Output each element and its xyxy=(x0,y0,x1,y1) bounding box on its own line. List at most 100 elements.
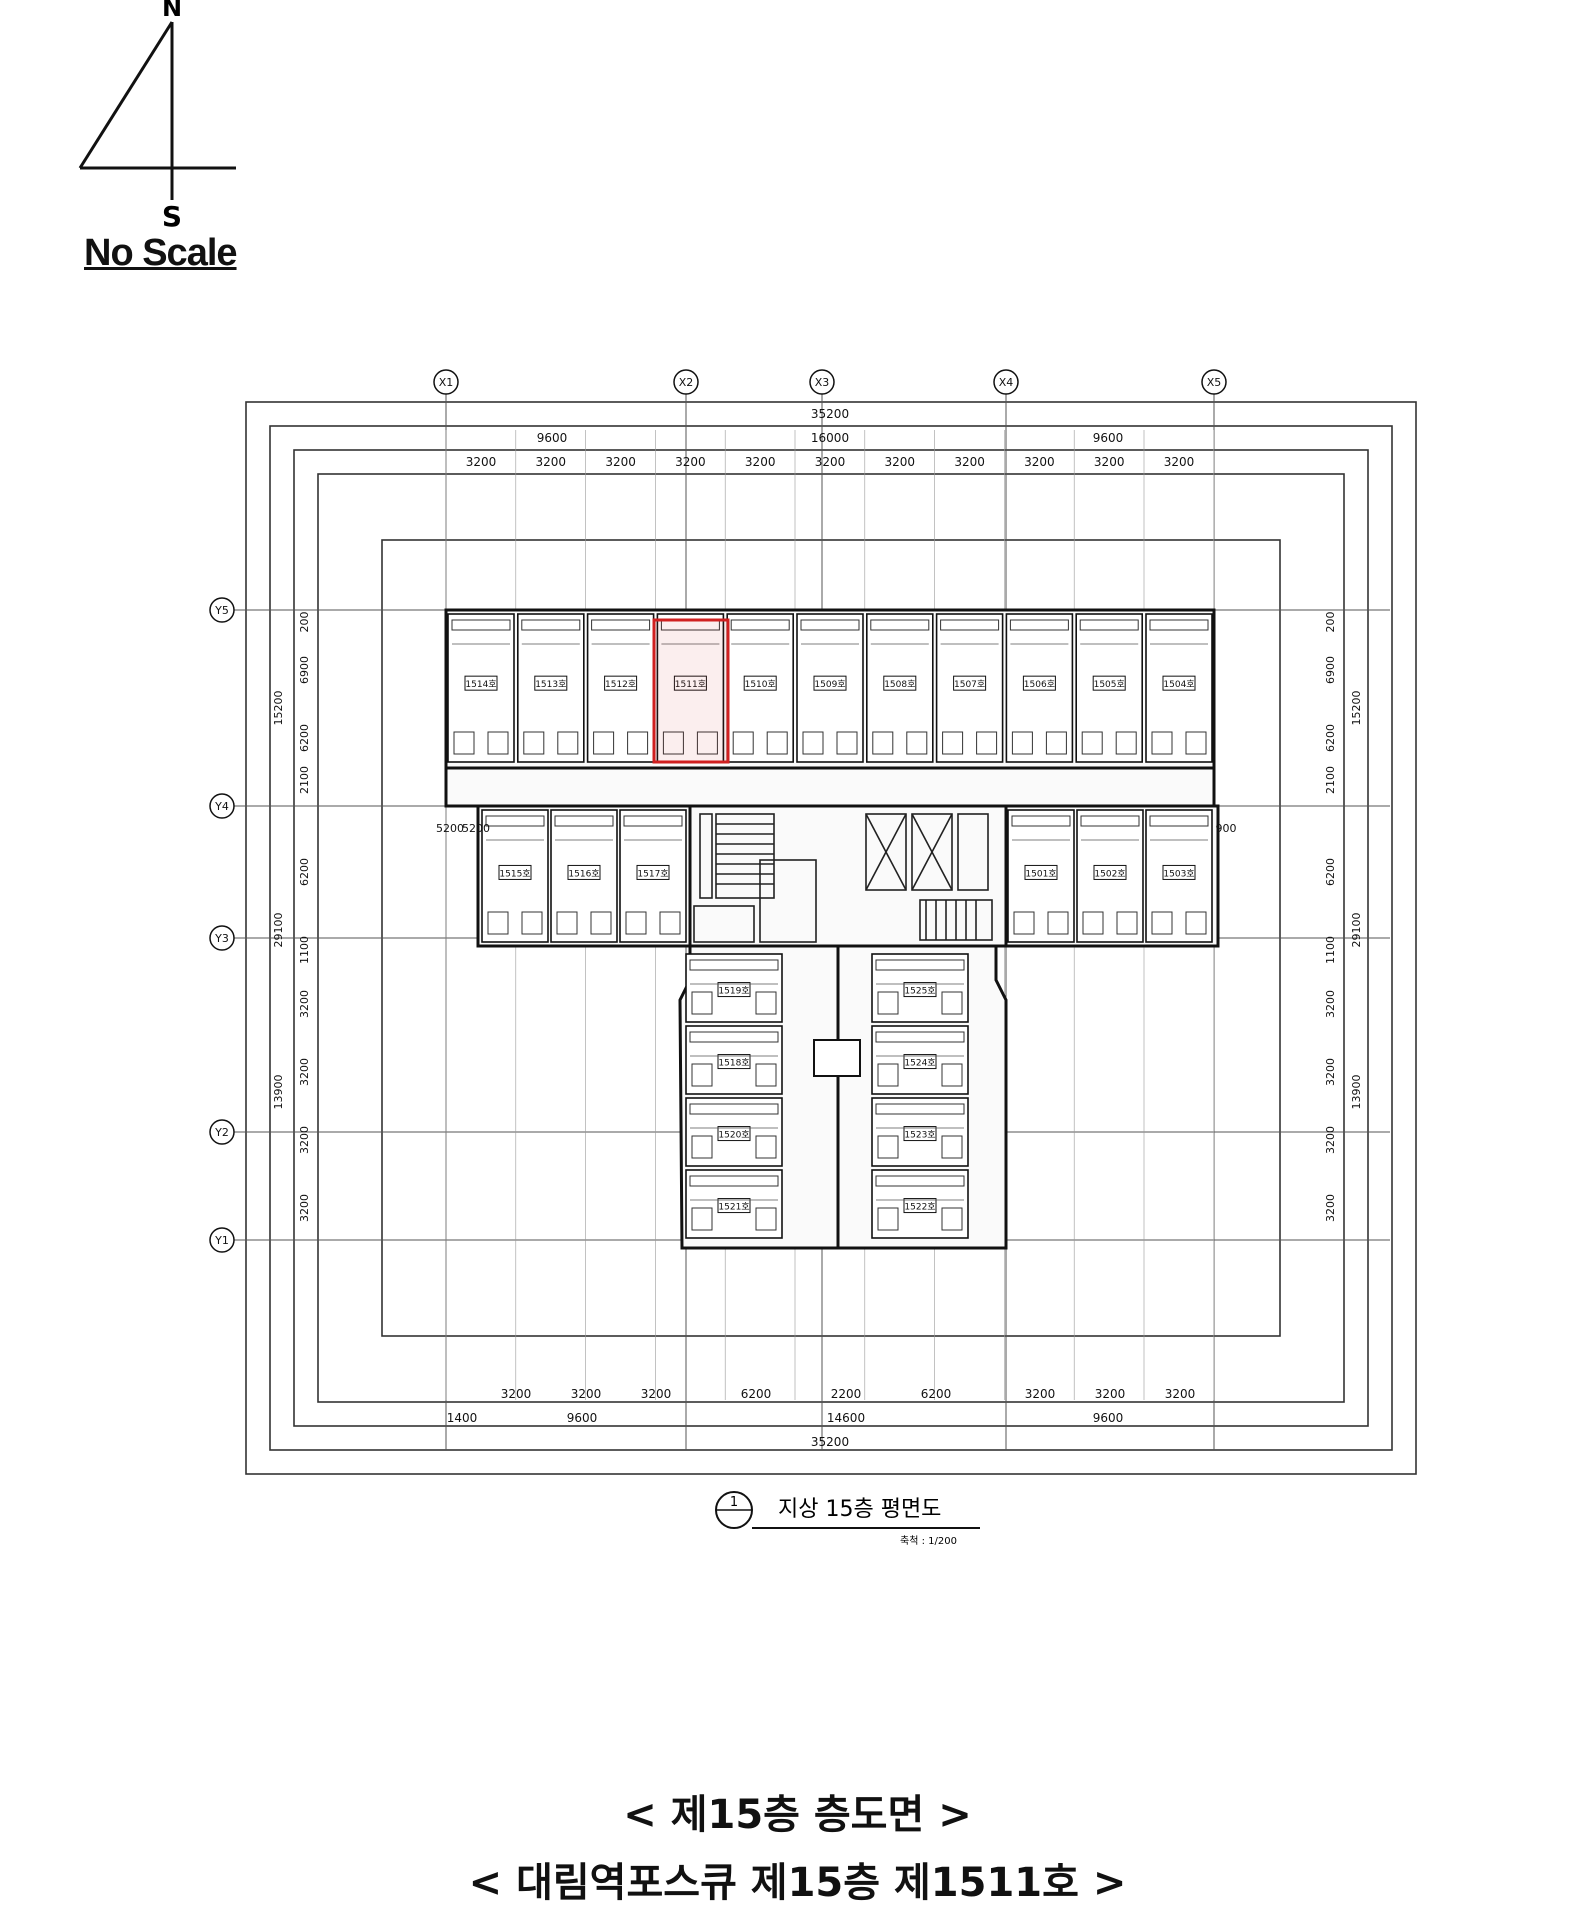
unit-se-1: 1524호 xyxy=(871,1025,969,1095)
unit-sw-3: 1521호 xyxy=(685,1169,783,1239)
unit-label: 1510호 xyxy=(745,679,776,690)
title-block-number: 1 xyxy=(730,1495,738,1510)
dim-right-outer: 13900 xyxy=(1350,1075,1363,1110)
unit-label: 1508호 xyxy=(884,679,915,690)
dim-left-inner: 2100 xyxy=(298,766,311,794)
unit-north-8: 1506호 xyxy=(1005,613,1074,763)
dim-left-inner: 6900 xyxy=(298,656,311,684)
dim-right-inner: 3200 xyxy=(1324,1194,1337,1222)
grid-bubble-x xyxy=(993,369,1019,395)
unit-se-3: 1522호 xyxy=(871,1169,969,1239)
unit-label: 1502호 xyxy=(1094,868,1125,879)
unit-east-2: 1503호 xyxy=(1145,809,1213,943)
unit-label: 1507호 xyxy=(954,679,985,690)
dim-bottom-bay: 3200 xyxy=(1095,1387,1126,1401)
unit-west-0: 1515호 xyxy=(481,809,549,943)
unit-north-5: 1509호 xyxy=(796,613,864,763)
unit-north-3: 1511호 xyxy=(656,613,725,763)
unit-label: 1516호 xyxy=(568,868,599,879)
dim-top-bay: 3200 xyxy=(885,455,916,469)
caption-unit-title: < 대림역포스큐 제15층 제1511호 > xyxy=(468,1860,1127,1906)
dim-side-note-east: 900 xyxy=(1216,822,1237,835)
grid-label-x: X4 xyxy=(999,376,1014,389)
dim-bottom-total: 35200 xyxy=(811,1435,849,1449)
grid-label-y: Y5 xyxy=(214,604,229,617)
dim-top-bay: 3200 xyxy=(1024,455,1055,469)
grid-label-y: Y1 xyxy=(214,1234,229,1247)
dim-bottom-group: 1400 xyxy=(447,1411,478,1425)
dim-bottom-bay: 3200 xyxy=(1025,1387,1056,1401)
grid-bubble-y xyxy=(209,597,235,623)
dim-left-outer: 13900 xyxy=(272,1075,285,1110)
dim-top-group: 16000 xyxy=(811,431,849,445)
grid-bubble-y xyxy=(209,793,235,819)
unit-label: 1501호 xyxy=(1025,868,1056,879)
dim-left-inner: 3200 xyxy=(298,1058,311,1086)
unit-label: 1520호 xyxy=(718,1130,749,1141)
dim-bottom-bay: 6200 xyxy=(921,1387,952,1401)
unit-sw-0: 1519호 xyxy=(685,953,783,1023)
core-stairs-icon xyxy=(715,813,993,941)
dim-top-bay: 3200 xyxy=(954,455,985,469)
floor-plan-drawing: 1514호1513호1512호1511호1510호1509호1508호1507호… xyxy=(209,369,1417,1547)
unit-label: 1521호 xyxy=(718,1202,749,1213)
dim-right-outer: 15200 xyxy=(1350,691,1363,726)
dim-left-inner: 1100 xyxy=(298,936,311,964)
dim-top-bay: 3200 xyxy=(1164,455,1195,469)
dim-right-inner: 2100 xyxy=(1324,766,1337,794)
dim-bottom-bay: 2200 xyxy=(831,1387,862,1401)
unit-label: 1503호 xyxy=(1163,868,1194,879)
unit-east-1: 1502호 xyxy=(1076,809,1144,943)
highlighted-unit-1511 xyxy=(652,618,730,764)
dim-top-bay: 3200 xyxy=(466,455,497,469)
grid-label-x: X2 xyxy=(679,376,694,389)
compass-north-label: N xyxy=(162,0,182,22)
dim-top-group: 9600 xyxy=(537,431,568,445)
unit-label: 1517호 xyxy=(637,868,668,879)
unit-west-2: 1517호 xyxy=(619,809,687,943)
unit-north-0: 1514호 xyxy=(447,613,515,763)
dim-bottom-group: 9600 xyxy=(1093,1411,1124,1425)
dim-right-inner: 3200 xyxy=(1324,1126,1337,1154)
dim-left-inner: 3200 xyxy=(298,1194,311,1222)
caption-floor-title: < 제15층 층도면 > xyxy=(623,1792,972,1838)
grid-bubble-x xyxy=(1201,369,1227,395)
unit-north-7: 1507호 xyxy=(935,613,1004,763)
dim-top-bay: 3200 xyxy=(536,455,567,469)
unit-west-1: 1516호 xyxy=(550,809,618,943)
dim-bottom-bay: 6200 xyxy=(741,1387,772,1401)
dim-left-inner: 3200 xyxy=(298,1126,311,1154)
dim-bottom-group: 9600 xyxy=(567,1411,598,1425)
dim-top-bay: 3200 xyxy=(1094,455,1125,469)
dim-bottom-bay: 3200 xyxy=(501,1387,532,1401)
unit-label: 1524호 xyxy=(904,1058,935,1069)
dim-left-inner: 6200 xyxy=(298,858,311,886)
unit-label: 1506호 xyxy=(1024,679,1055,690)
unit-east-0: 1501호 xyxy=(1007,809,1075,943)
dim-left-inner: 3200 xyxy=(298,990,311,1018)
unit-sw-1: 1518호 xyxy=(685,1025,783,1095)
grid-label-x: X3 xyxy=(815,376,830,389)
grid-label-y: Y2 xyxy=(214,1126,229,1139)
dim-top-bay: 3200 xyxy=(605,455,636,469)
grid-label-x: X5 xyxy=(1207,376,1222,389)
unit-label: 1513호 xyxy=(535,679,566,690)
unit-label: 1515호 xyxy=(499,868,530,879)
core-rooms xyxy=(693,813,817,943)
compass-south-label: S xyxy=(162,200,182,233)
dim-right-inner: 200 xyxy=(1324,612,1337,633)
elevator-icon xyxy=(865,813,989,891)
title-block-scale: 축척 : 1/200 xyxy=(900,1535,957,1547)
dim-right-outer: 29100 xyxy=(1350,913,1363,948)
dim-side-note-west: 5200 xyxy=(436,822,464,835)
title-block-title: 지상 15층 평면도 xyxy=(778,1497,941,1522)
dim-right-inner: 6900 xyxy=(1324,656,1337,684)
dim-right-inner: 3200 xyxy=(1324,990,1337,1018)
unit-north-4: 1510호 xyxy=(726,613,795,763)
unit-north-9: 1505호 xyxy=(1075,613,1143,763)
unit-label: 1509호 xyxy=(814,679,845,690)
dim-top-bay: 3200 xyxy=(815,455,846,469)
grid-label-x: X1 xyxy=(439,376,454,389)
dim-bottom-bay: 3200 xyxy=(1165,1387,1196,1401)
unit-se-0: 1525호 xyxy=(871,953,969,1023)
